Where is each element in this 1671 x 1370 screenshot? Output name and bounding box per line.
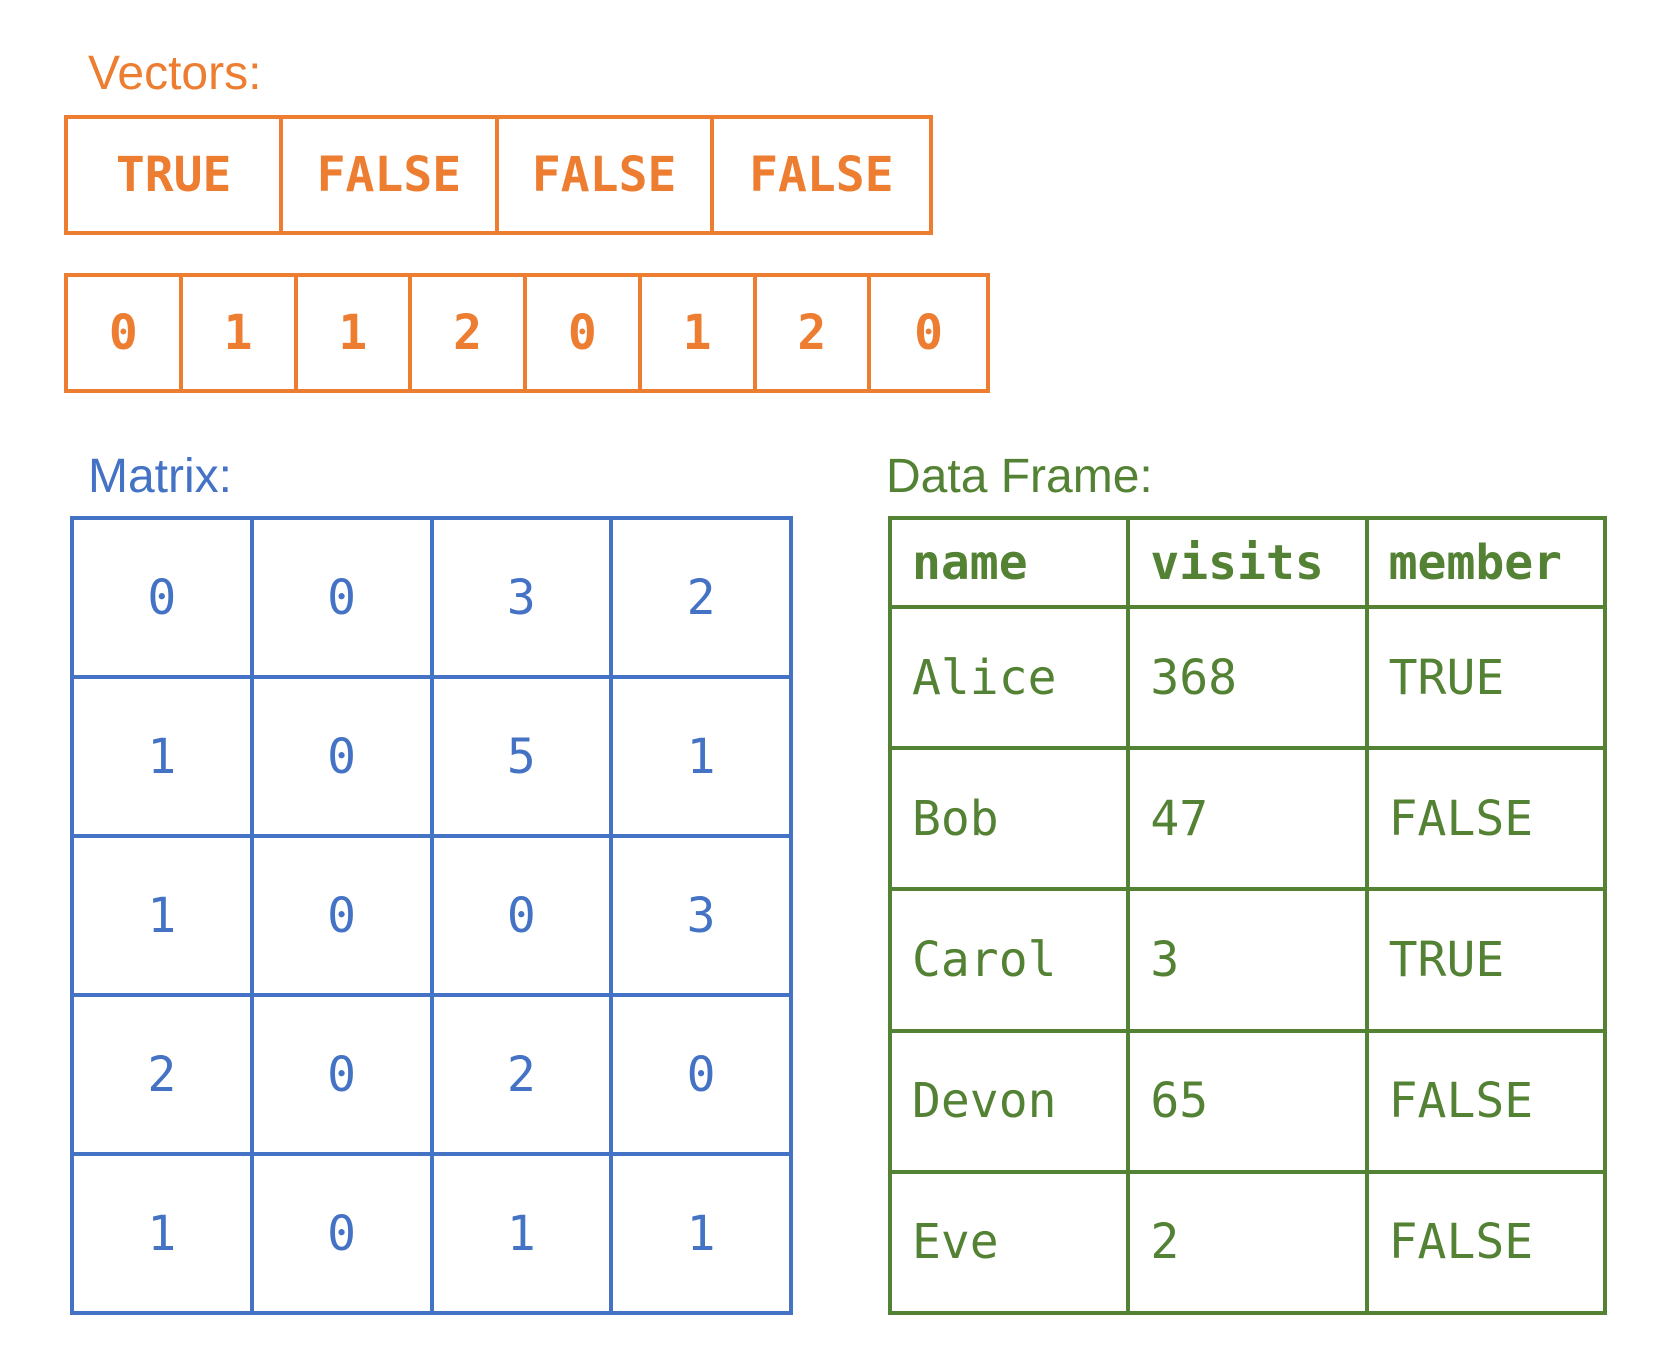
matrix-cell: 0: [249, 675, 434, 838]
data-frame-title: Data Frame:: [886, 450, 1153, 503]
matrix-row: 2 0 2 0: [70, 993, 793, 1156]
vector-cell: 1: [298, 277, 413, 389]
vector-cell: 2: [412, 277, 527, 389]
vector-cell: 0: [527, 277, 642, 389]
matrix-cell: 0: [249, 834, 434, 997]
table-row: Carol 3 TRUE: [887, 887, 1608, 1033]
matrix-cell: 1: [609, 1152, 793, 1315]
matrix-cell: 0: [70, 516, 254, 679]
matrix-cell: 1: [609, 675, 793, 838]
visits-cell: 47: [1126, 746, 1369, 892]
table-row: Alice 368 TRUE: [887, 604, 1608, 751]
matrix-cell: 1: [70, 834, 254, 997]
matrix-cell: 1: [70, 675, 254, 838]
vector-cell: 0: [68, 277, 183, 389]
column-header: member: [1364, 516, 1608, 609]
member-cell: FALSE: [1364, 746, 1608, 892]
visits-cell: 2: [1126, 1169, 1369, 1315]
member-cell: FALSE: [1364, 1169, 1608, 1315]
member-cell: TRUE: [1364, 604, 1608, 751]
visits-cell: 368: [1126, 604, 1369, 751]
matrix-row: 1 0 0 3: [70, 834, 793, 997]
vector-cell: FALSE: [499, 119, 714, 231]
matrix-title: Matrix:: [88, 450, 232, 503]
vector-cell: 1: [642, 277, 757, 389]
matrix-cell: 1: [70, 1152, 254, 1315]
matrix-cell: 3: [609, 834, 793, 997]
matrix-table: 0 0 3 2 1 0 5 1 1 0 0 3 2 0 2 0 1 0 1 1: [70, 516, 793, 1315]
vector-cell: 0: [914, 305, 944, 361]
visits-cell: 3: [1126, 887, 1369, 1033]
vector-cell: FALSE: [749, 147, 894, 203]
table-row: Eve 2 FALSE: [887, 1169, 1608, 1315]
matrix-cell: 2: [609, 516, 793, 679]
matrix-cell: 5: [429, 675, 614, 838]
column-header: name: [887, 516, 1131, 609]
matrix-row: 0 0 3 2: [70, 516, 793, 679]
name-cell: Alice: [887, 604, 1131, 751]
vector-cell: 2: [757, 277, 872, 389]
visits-cell: 65: [1126, 1028, 1369, 1174]
vector-cell: TRUE: [68, 119, 284, 231]
member-cell: FALSE: [1364, 1028, 1608, 1174]
matrix-row: 1 0 1 1: [70, 1152, 793, 1315]
matrix-cell: 0: [249, 1152, 434, 1315]
matrix-cell: 2: [70, 993, 254, 1156]
matrix-cell: 2: [429, 993, 614, 1156]
matrix-cell: 0: [429, 834, 614, 997]
vector-cell: FALSE: [283, 119, 499, 231]
table-row: Devon 65 FALSE: [887, 1028, 1608, 1174]
column-header: visits: [1126, 516, 1369, 609]
data-frame-header-row: name visits member: [887, 516, 1608, 609]
matrix-cell: 3: [429, 516, 614, 679]
table-row: Bob 47 FALSE: [887, 746, 1608, 892]
data-frame-table: name visits member Alice 368 TRUE Bob 47…: [887, 516, 1608, 1315]
matrix-cell: 0: [609, 993, 793, 1156]
matrix-row: 1 0 5 1: [70, 675, 793, 838]
matrix-cell: 0: [249, 993, 434, 1156]
matrix-cell: 0: [249, 516, 434, 679]
name-cell: Devon: [887, 1028, 1131, 1174]
vectors-title: Vectors:: [88, 47, 262, 100]
matrix-cell: 1: [429, 1152, 614, 1315]
member-cell: TRUE: [1364, 887, 1608, 1033]
numeric-vector: 0 1 1 2 0 1 2 0: [64, 273, 990, 393]
name-cell: Carol: [887, 887, 1131, 1033]
name-cell: Eve: [887, 1169, 1131, 1315]
name-cell: Bob: [887, 746, 1131, 892]
logical-vector: TRUE FALSE FALSE FALSE: [64, 115, 933, 235]
vector-cell: 1: [183, 277, 298, 389]
